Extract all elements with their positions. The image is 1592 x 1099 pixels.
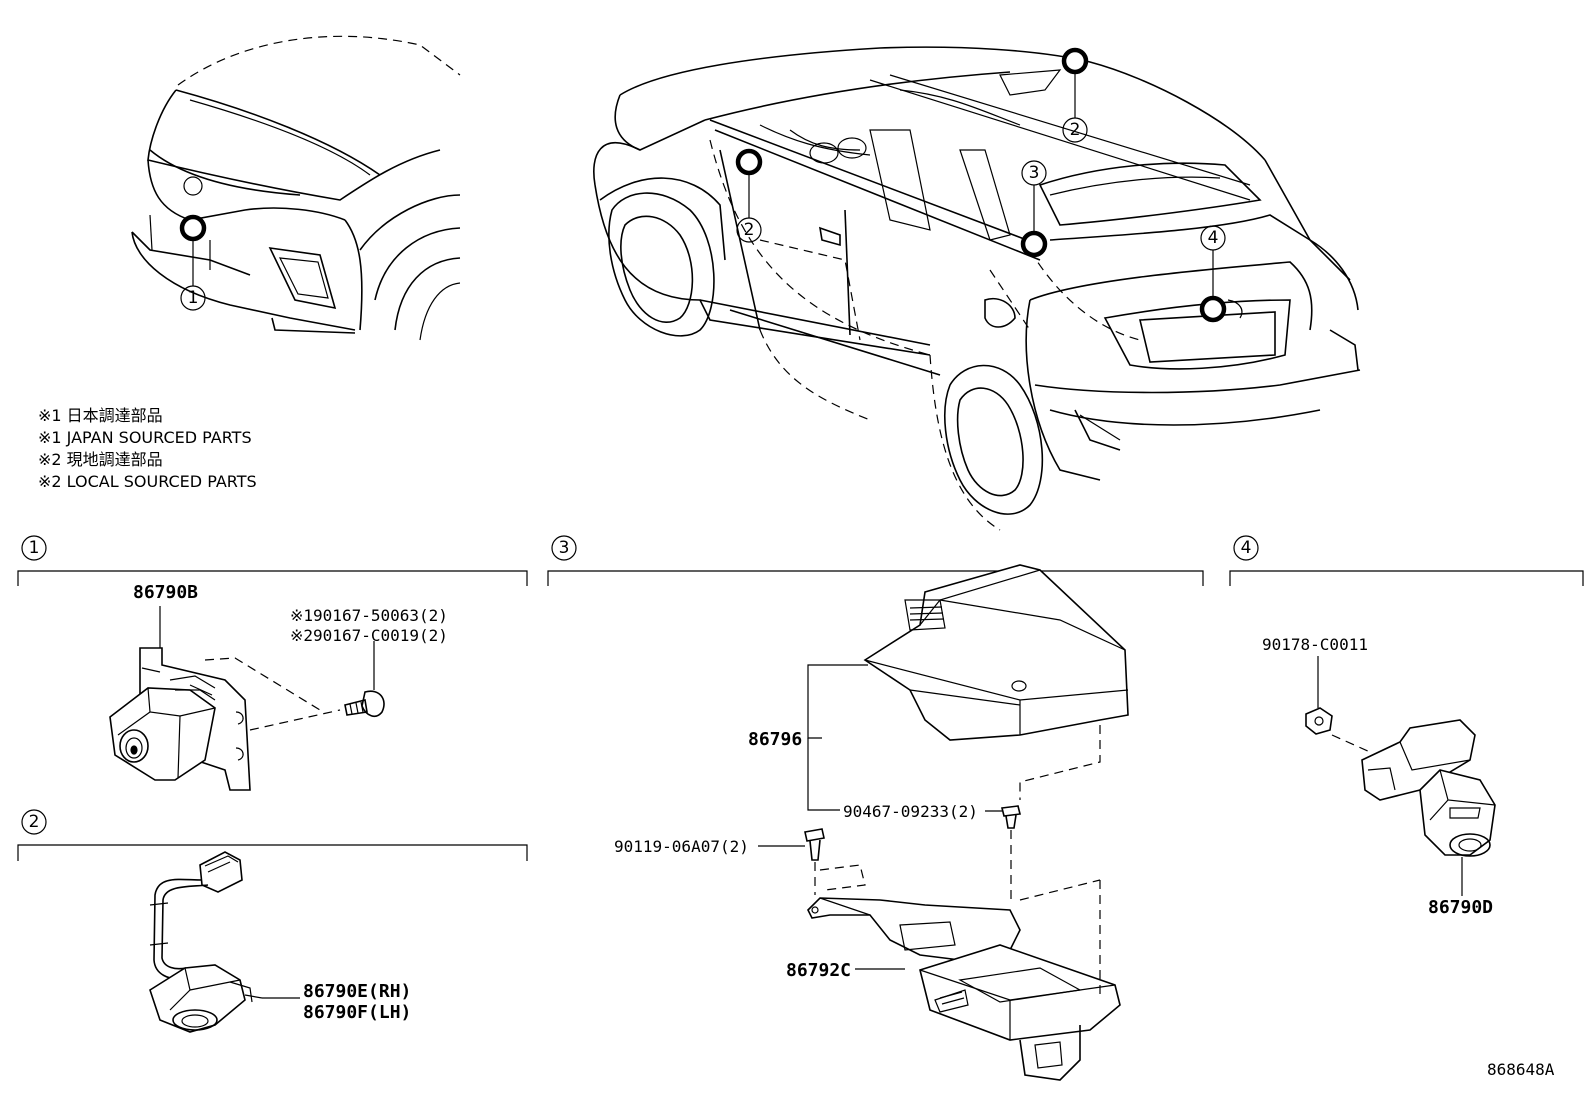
callout-number: 4 xyxy=(1208,228,1219,248)
part-number-label: 86790F(LH) xyxy=(303,1002,411,1023)
part-number-label: 90178-C0011 xyxy=(1262,635,1368,654)
rear-camera-86790D: 90178-C0011 86790D xyxy=(1262,635,1496,918)
part-number-label: 86790E(RH) xyxy=(303,981,411,1002)
part-number-label: 90119-06A07(2) xyxy=(614,837,749,856)
section-number: 2 xyxy=(29,812,40,832)
note-line: ※1 JAPAN SOURCED PARTS xyxy=(38,428,252,447)
camera-location-marker xyxy=(179,214,207,242)
camera-ecu-86792C-cover-86796: 86796 90467-09233(2) 90119-06A07(2) 8679… xyxy=(614,564,1129,1081)
part-number-label: ※190167-50063(2) xyxy=(290,606,448,625)
rear-car-view: 2 2 3 4 xyxy=(593,46,1361,531)
section-4-header: 4 xyxy=(1229,535,1584,586)
section-2-header: 2 xyxy=(17,809,528,861)
note-line: ※1 日本調達部品 xyxy=(38,406,163,425)
part-number-label: 86790D xyxy=(1428,897,1493,918)
callout-number: 3 xyxy=(1029,163,1040,183)
callout-circle xyxy=(736,217,762,243)
callout-number: 2 xyxy=(1070,120,1081,140)
callout-circle xyxy=(180,285,206,311)
section-number: 1 xyxy=(29,538,40,558)
callout-circle xyxy=(1062,117,1088,143)
section-number: 4 xyxy=(1241,538,1252,558)
part-number-label: 90467-09233(2) xyxy=(843,802,978,821)
section-1-header: 1 xyxy=(17,535,528,586)
callout-number: 2 xyxy=(744,220,755,240)
front-car-view: 1 xyxy=(131,35,461,341)
callout-number: 1 xyxy=(188,288,199,308)
section-3-header: 3 xyxy=(547,535,1204,586)
side-camera-86790E-F: 86790E(RH) 86790F(LH) xyxy=(149,851,411,1033)
notes: ※1 日本調達部品 ※1 JAPAN SOURCED PARTS ※2 現地調達… xyxy=(38,406,257,491)
note-line: ※2 現地調達部品 xyxy=(38,450,163,469)
camera-location-marker xyxy=(1199,295,1227,323)
note-line: ※2 LOCAL SOURCED PARTS xyxy=(38,472,257,491)
camera-location-marker xyxy=(1020,230,1048,258)
part-number-label: ※290167-C0019(2) xyxy=(290,626,448,645)
front-camera-86790B: 86790B ※190167-50063(2) ※290167-C0019(2) xyxy=(109,582,448,791)
camera-location-marker xyxy=(1061,47,1089,75)
camera-location-marker xyxy=(735,148,763,176)
section-number: 3 xyxy=(559,538,570,558)
part-number-label: 86796 xyxy=(748,729,802,750)
diagram-id: 868648A xyxy=(1487,1060,1555,1079)
part-number-label: 86792C xyxy=(786,960,851,981)
part-number-label: 86790B xyxy=(133,582,198,603)
